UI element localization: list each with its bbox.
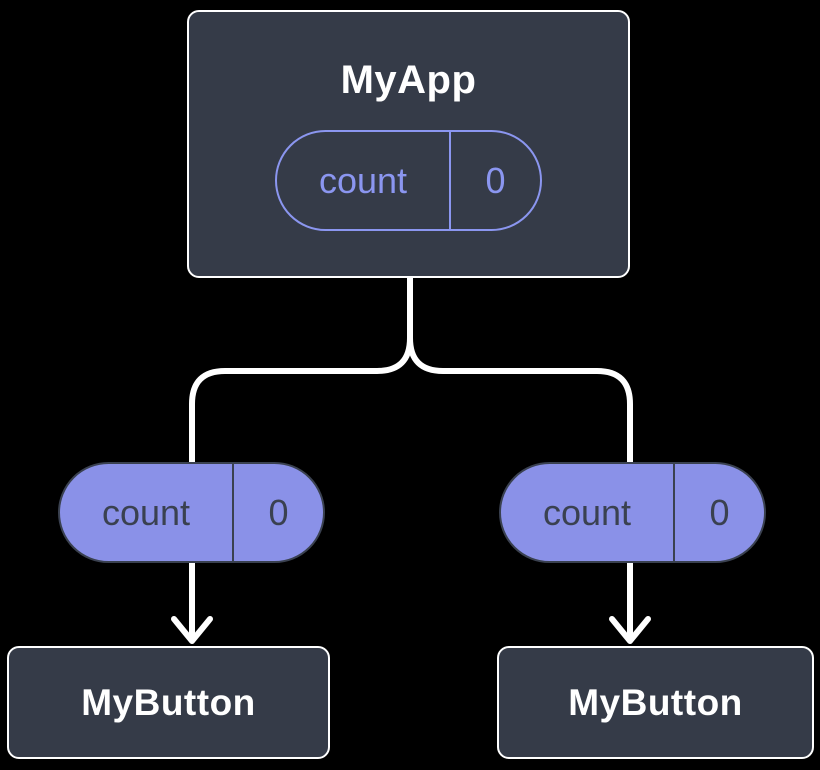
left-branch-connector: [189, 269, 413, 643]
right-prop-name: count: [501, 464, 675, 561]
right-child-component-title: MyButton: [568, 681, 743, 723]
root-component-node: MyApp count 0: [187, 10, 630, 278]
root-state-pill: count 0: [275, 130, 542, 231]
left-prop-value: 0: [268, 491, 289, 533]
left-arrowhead-icon: [171, 616, 213, 644]
right-child-component-node: MyButton: [497, 646, 814, 759]
root-component-title: MyApp: [340, 58, 477, 102]
root-state-name: count: [277, 132, 451, 229]
right-arrowhead-icon: [609, 616, 651, 644]
left-child-component-title: MyButton: [81, 681, 256, 723]
right-prop-pill: count 0: [499, 462, 766, 563]
left-child-component-node: MyButton: [7, 646, 330, 759]
right-prop-value: 0: [709, 491, 730, 533]
right-branch-connector: [407, 269, 633, 643]
root-state-value: 0: [485, 159, 506, 201]
left-prop-name: count: [60, 464, 234, 561]
left-prop-pill: count 0: [58, 462, 325, 563]
